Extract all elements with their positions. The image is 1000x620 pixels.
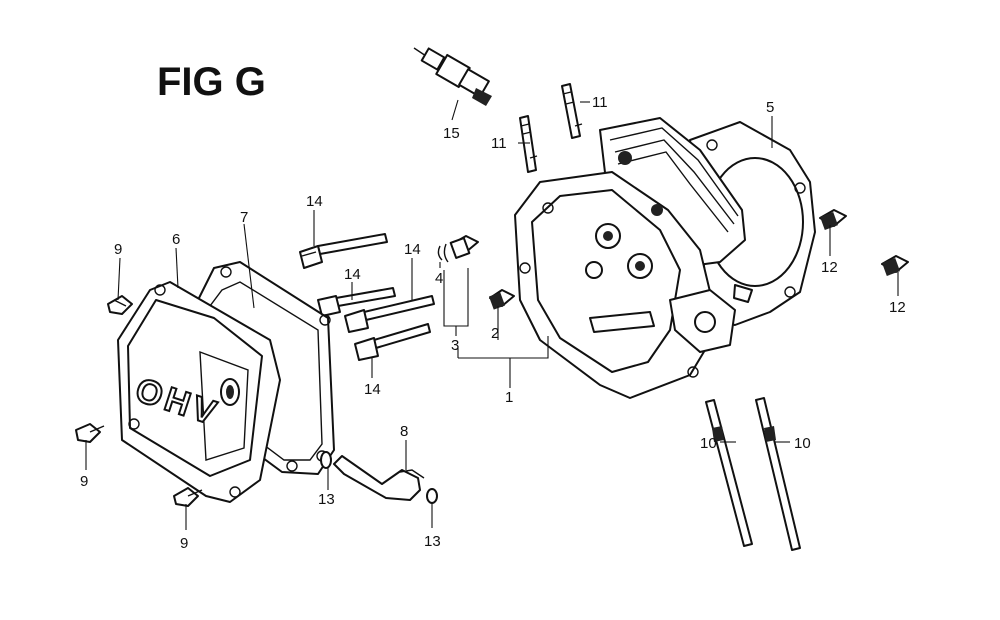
head-cover: OHV: [117, 281, 281, 503]
cylinder-head: [514, 117, 753, 399]
long-stud-left: [705, 399, 753, 547]
spark-plug: [413, 47, 492, 106]
callout-10-left: 10: [700, 435, 717, 452]
callout-4: 4: [435, 270, 443, 287]
long-stud-right: [755, 397, 801, 551]
cover-bolt-bottom: [173, 487, 203, 507]
callout-labels: 15 11 11 5 12 12 14 14 14 14 4 2 3 1 6 7…: [80, 94, 906, 552]
dowel-pin-4: [437, 235, 479, 263]
callout-12-near: 12: [821, 259, 838, 276]
callout-14-right: 14: [404, 241, 421, 258]
stud-bolt-upper-left: [519, 115, 538, 173]
callout-11-right: 11: [592, 94, 608, 111]
callout-2: 2: [491, 325, 499, 342]
callout-14-low: 14: [364, 381, 381, 398]
callout-7: 7: [240, 209, 248, 226]
callout-9-top: 9: [114, 241, 122, 258]
callout-11-left: 11: [491, 135, 507, 152]
dowel-pin-12a: [819, 209, 847, 230]
dowel-pin-12b: [881, 255, 909, 276]
callout-13-right: 13: [424, 533, 441, 550]
callout-3: 3: [451, 337, 459, 354]
callout-15: 15: [443, 125, 460, 142]
callout-9-bottom: 9: [180, 535, 188, 552]
cover-bolt-left: [75, 423, 105, 443]
head-bolt-top: [299, 233, 388, 269]
callout-14-mid: 14: [344, 266, 361, 283]
callout-5: 5: [766, 99, 774, 116]
callout-10-right: 10: [794, 435, 811, 452]
head-bolt-mid2: [344, 295, 435, 333]
callout-6: 6: [172, 231, 180, 248]
breather-tube: [333, 455, 425, 501]
callout-12-far: 12: [889, 299, 906, 316]
head-gasket: [689, 121, 816, 326]
cover-bolt-top: [107, 295, 133, 315]
callout-9-left: 9: [80, 473, 88, 490]
callout-1: 1: [505, 389, 513, 406]
callout-13-left: 13: [318, 491, 335, 508]
stud-bolt-upper-right: [561, 83, 583, 139]
figure-title: FIG G: [157, 60, 266, 104]
tube-clip-right: [426, 488, 438, 504]
dowel-pin-2: [488, 289, 515, 310]
callout-8: 8: [400, 423, 408, 440]
callout-14-top: 14: [306, 193, 323, 210]
head-bolt-low: [354, 323, 431, 361]
head-bolt-mid1: [317, 287, 396, 317]
tube-clip-left: [320, 451, 332, 469]
leader-lines: [85, 99, 899, 530]
